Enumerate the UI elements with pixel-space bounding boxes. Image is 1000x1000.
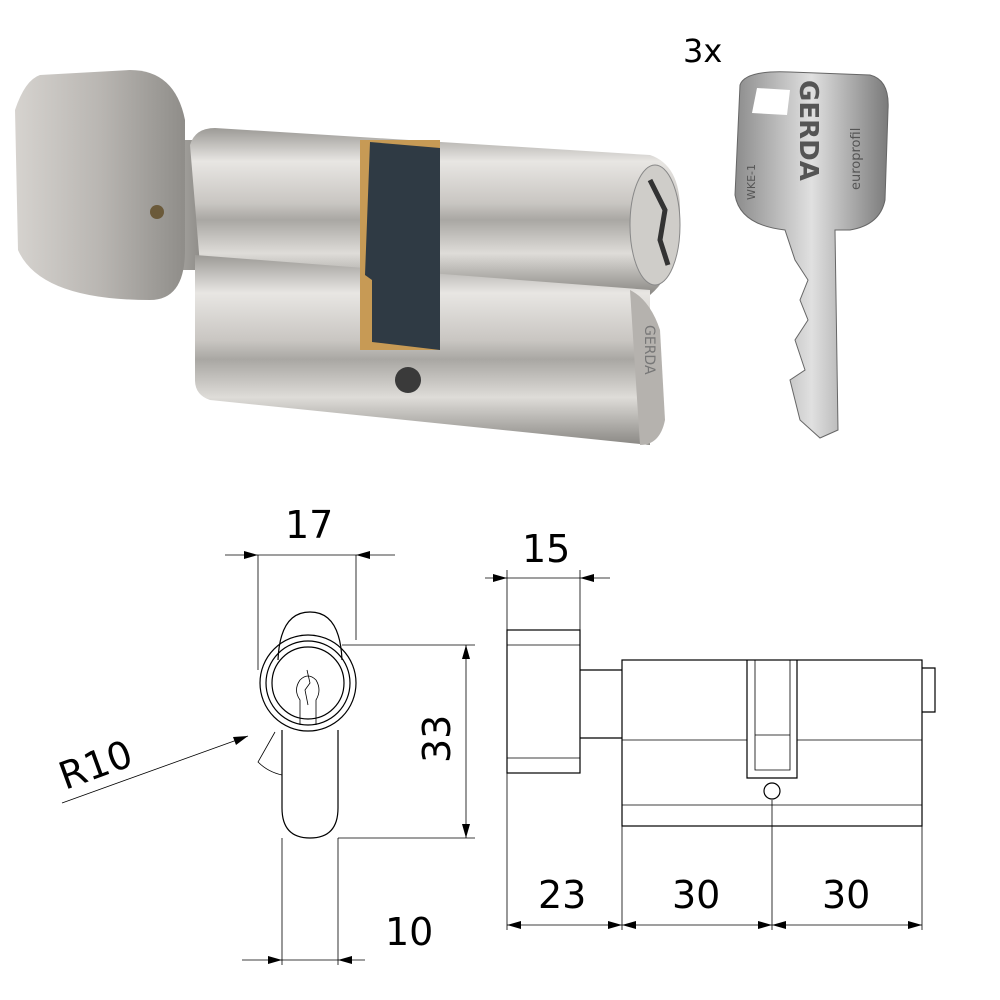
front-view-drawing: 17 33 10 R10 bbox=[53, 503, 475, 965]
key-profile: europrofil bbox=[849, 128, 864, 190]
radius-dimension: R10 bbox=[53, 732, 138, 799]
knob-pin bbox=[150, 205, 164, 219]
front-bottom-width-dimension: 10 bbox=[385, 910, 433, 954]
cylinder-photo: GERDA bbox=[15, 70, 681, 445]
key-ring-hole bbox=[752, 88, 790, 115]
key-brand: GERDA bbox=[793, 80, 823, 181]
left-body-dimension: 30 bbox=[672, 873, 720, 917]
front-width-dimension: 17 bbox=[285, 503, 333, 547]
knob-width-dimension: 15 bbox=[522, 527, 570, 571]
thumb-turn-knob bbox=[15, 70, 185, 300]
key-count-label: 3x bbox=[683, 32, 722, 70]
cam bbox=[365, 142, 440, 350]
keyway bbox=[647, 178, 671, 266]
knob-length-dimension: 23 bbox=[538, 873, 586, 917]
front-height-dimension: 33 bbox=[415, 715, 459, 763]
key-photo: GERDA WKE-1 europrofil bbox=[734, 71, 889, 439]
key-model: WKE-1 bbox=[745, 164, 758, 200]
cylinder-engraving: GERDA bbox=[641, 325, 657, 375]
right-body-dimension: 30 bbox=[822, 873, 870, 917]
screw-hole bbox=[395, 367, 421, 393]
side-view-drawing: 15 23 30 30 bbox=[485, 527, 936, 930]
